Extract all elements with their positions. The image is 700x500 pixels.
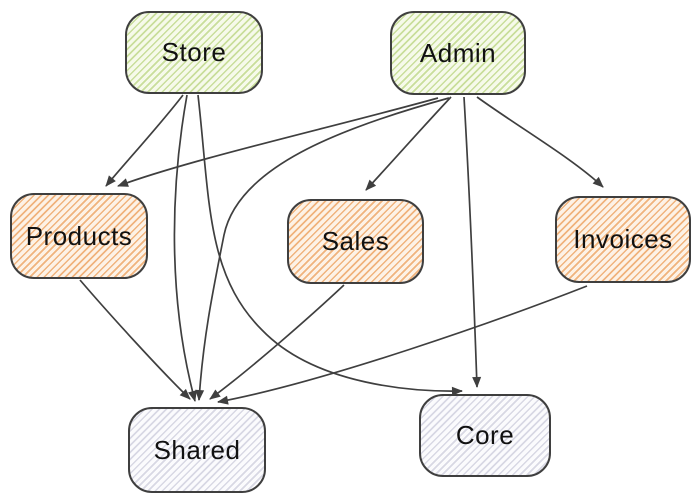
node-invoices: Invoices [555, 196, 691, 283]
edge-admin-to-core [463, 96, 482, 388]
node-admin-label: Admin [419, 37, 497, 68]
node-store-label: Store [161, 37, 227, 67]
edge-invoices-to-shared [217, 285, 588, 405]
edge-store-to-shared [173, 94, 197, 402]
edge-products-to-shared [79, 279, 191, 400]
edge-admin-to-sales [365, 96, 452, 191]
node-admin: Admin [390, 11, 526, 95]
edge-admin-to-shared [195, 97, 450, 401]
node-core: Core [419, 394, 551, 477]
node-shared: Shared [128, 407, 266, 493]
edge-store-to-products [105, 94, 184, 187]
edge-admin-to-products [117, 97, 439, 187]
node-sales-label: Sales [321, 226, 390, 256]
node-invoices-label: Invoices [573, 224, 673, 254]
node-core-label: Core [455, 420, 515, 450]
edge-sales-to-shared [209, 284, 345, 400]
node-products: Products [10, 193, 148, 279]
node-shared-label: Shared [153, 434, 241, 465]
edge-store-to-core [197, 94, 463, 396]
node-store: Store [125, 11, 263, 94]
node-products-label: Products [25, 220, 133, 251]
node-sales: Sales [287, 199, 424, 284]
edge-admin-to-invoices [476, 96, 604, 188]
